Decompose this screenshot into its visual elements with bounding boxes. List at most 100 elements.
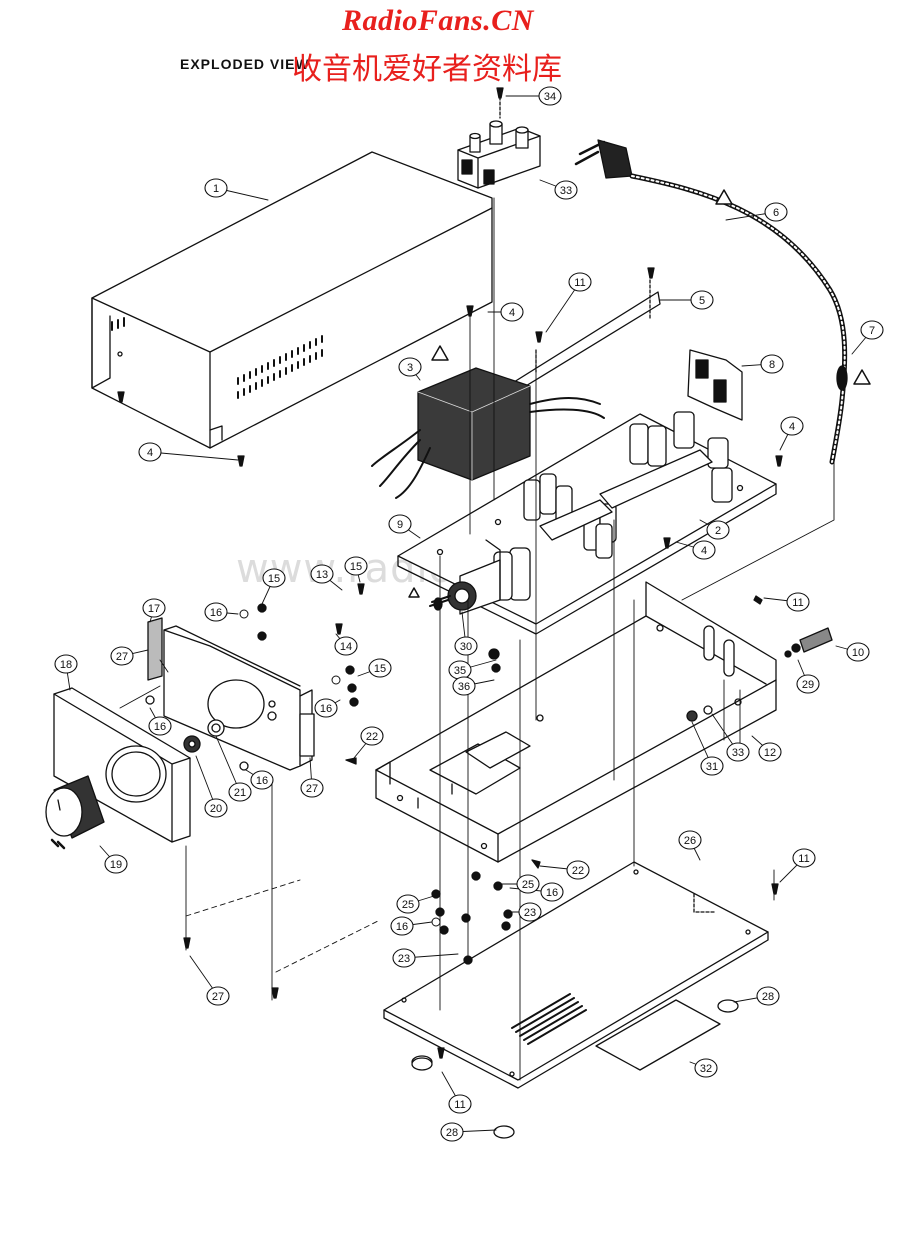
callout-number: 4 (509, 307, 515, 319)
callout-number: 7 (869, 325, 875, 337)
caution-triangle-7 (853, 369, 871, 385)
callout-15: 15 (357, 658, 392, 678)
callout-9: 9 (388, 514, 421, 539)
callout-32: 32 (689, 1058, 718, 1078)
callout-bubble (694, 1058, 718, 1078)
callout-28: 28 (440, 1122, 497, 1142)
callout-16: 16 (245, 769, 274, 790)
callout-16: 16 (314, 698, 341, 718)
callout-bubble (454, 636, 478, 656)
callout-6: 6 (725, 202, 788, 222)
callout-bubble (792, 848, 816, 868)
callout-number: 12 (764, 747, 776, 759)
top-cover-part (91, 151, 493, 449)
chassis-part (375, 581, 777, 863)
callout-bubble (138, 442, 162, 462)
callout-4: 4 (675, 540, 716, 560)
callout-bubble (860, 320, 884, 340)
callout-bubble (538, 86, 562, 106)
callout-leader (215, 735, 241, 793)
callout-bubble (300, 778, 324, 798)
callout-number: 27 (212, 991, 224, 1003)
callout-13: 13 (310, 564, 343, 591)
callout-number: 11 (574, 277, 585, 289)
volume-potentiometer-part (429, 581, 477, 611)
callout-number: 27 (306, 783, 318, 795)
callout-bubble (452, 676, 476, 696)
callout-bubble (390, 916, 414, 936)
callout-number: 13 (316, 569, 328, 581)
caution-triangle-30 (408, 587, 420, 598)
callout-number: 29 (802, 679, 814, 691)
callout-number: 2 (715, 525, 721, 537)
callout-18: 18 (54, 654, 78, 691)
callout-25: 25 (396, 894, 435, 914)
callout-number: 4 (147, 447, 153, 459)
callout-number: 18 (60, 659, 72, 671)
callout-23: 23 (509, 902, 542, 922)
callout-number: 11 (454, 1099, 465, 1111)
callout-bubble (440, 1122, 464, 1142)
callout-bubble (204, 602, 228, 622)
circuit-board-part (397, 411, 777, 635)
callout-number: 32 (700, 1063, 712, 1075)
brand-title: RadioFans.CN (342, 4, 534, 37)
callout-number: 1 (213, 183, 219, 195)
callout-bubble (360, 726, 384, 746)
callout-bubble (518, 902, 542, 922)
callout-bubble (846, 642, 870, 662)
callout-35: 35 (448, 659, 497, 680)
callout-bubble (310, 564, 334, 584)
callout-bubble (566, 860, 590, 880)
callout-bubble (148, 716, 172, 736)
callout-number: 25 (402, 899, 414, 911)
callout-number: 23 (524, 907, 536, 919)
callout-3: 3 (398, 357, 422, 381)
callout-number: 30 (460, 641, 472, 653)
callout-bubble (314, 698, 338, 718)
callout-17: 17 (142, 598, 166, 623)
callout-number: 27 (116, 651, 128, 663)
callout-number: 17 (148, 603, 160, 615)
bottom-plate-part (383, 861, 769, 1139)
callout-15: 15 (261, 568, 286, 605)
callout-bubble (780, 416, 804, 436)
fuse-holder-part (687, 349, 743, 421)
callout-27: 27 (300, 757, 324, 798)
callout-number: 9 (397, 519, 403, 531)
callout-number: 16 (396, 921, 408, 933)
washer-glyphs (239, 609, 441, 927)
callout-number: 15 (268, 573, 280, 585)
callout-20: 20 (195, 755, 228, 818)
callout-bubble (396, 894, 420, 914)
power-cord-part (574, 139, 848, 465)
callout-number: 35 (454, 665, 466, 677)
callout-16: 16 (204, 602, 239, 622)
callout-number: 3 (407, 362, 413, 374)
callout-bubble (678, 830, 702, 850)
callout-bubble (706, 520, 730, 540)
callout-bubble (368, 658, 392, 678)
callout-4: 4 (779, 416, 804, 451)
callout-10: 10 (835, 642, 870, 662)
callout-number: 33 (560, 185, 572, 197)
assembly-lines (119, 197, 835, 1081)
callout-2: 2 (699, 519, 730, 540)
callout-16: 16 (509, 882, 564, 902)
callout-7: 7 (851, 320, 884, 355)
callout-16: 16 (148, 707, 172, 736)
callout-layer: 1234444567891011111111121314151515161616… (54, 86, 884, 1142)
callout-19: 19 (99, 845, 128, 874)
callout-23: 23 (392, 948, 459, 968)
callout-number: 20 (210, 803, 222, 815)
callout-bubble (692, 540, 716, 560)
callout-11: 11 (441, 1071, 472, 1114)
callout-bubble (786, 592, 810, 612)
callout-leader (149, 451, 239, 461)
callout-number: 11 (798, 853, 809, 865)
callout-12: 12 (751, 735, 782, 762)
callout-27: 27 (110, 646, 149, 666)
callout-bubble (568, 272, 592, 292)
callout-number: 16 (154, 721, 166, 733)
